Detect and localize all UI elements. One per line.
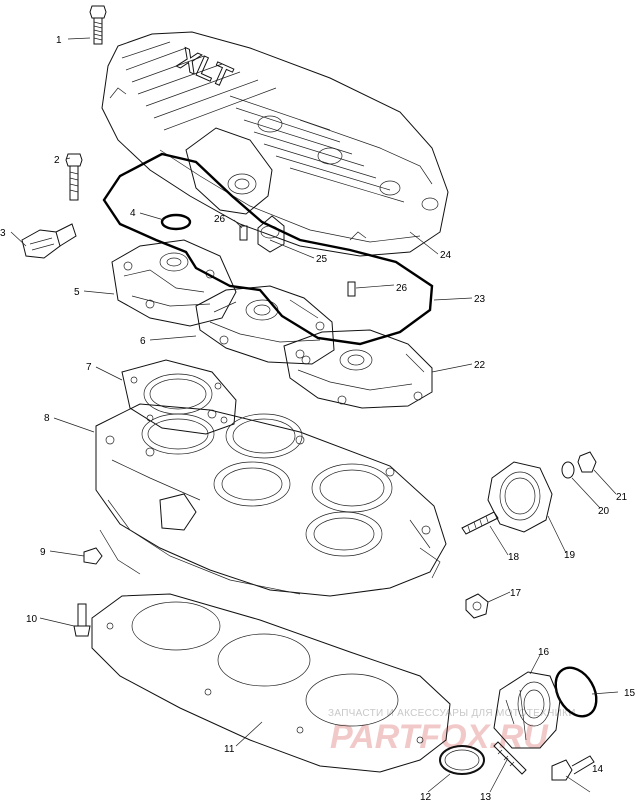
callout-9: 9: [40, 547, 46, 558]
callout-10: 10: [26, 614, 38, 625]
nut-part-21: [577, 451, 597, 473]
callout-14: 14: [592, 764, 604, 775]
callout-labels: 1 2 3 4 5 6 7 8 9 10 11 12 13 14 15 16 1…: [0, 35, 636, 800]
cover-plate-part-19: [487, 461, 553, 533]
callout-7: 7: [86, 362, 92, 373]
callout-25: 25: [316, 254, 328, 265]
callout-12: 12: [420, 792, 432, 800]
callout-18: 18: [508, 552, 520, 563]
callout-26a: 26: [214, 214, 226, 225]
outlet-housing-part-16: [493, 671, 561, 749]
o-ring-part-15: [554, 666, 598, 718]
callout-2: 2: [54, 155, 60, 166]
cylinder-head-part-6: [195, 285, 335, 365]
callout-4: 4: [130, 208, 136, 219]
watermark-tagline: ЗАПЧАСТИ И АКСЕССУАРЫ ДЛЯ МОТОТЕХНИКИ: [328, 708, 576, 719]
callout-6: 6: [140, 336, 146, 347]
callout-23: 23: [474, 294, 486, 305]
stud-part-18: [461, 511, 499, 535]
cylinder-block-part-8: [95, 403, 447, 597]
screw-part-13: [493, 741, 527, 775]
callout-24: 24: [440, 250, 452, 261]
callout-1: 1: [56, 35, 62, 46]
callout-21: 21: [616, 492, 628, 503]
ring-part-4: [160, 213, 192, 231]
nut-part-17: [465, 593, 489, 619]
callout-22: 22: [474, 360, 486, 371]
bolt-part-1: [89, 5, 107, 45]
cover-lettering: XLT: [173, 42, 236, 94]
callout-17: 17: [510, 588, 522, 599]
callout-15: 15: [624, 688, 636, 699]
callout-3: 3: [0, 228, 6, 239]
leader-lines: [10, 37, 619, 793]
valve-cover-part-24: XLT: [101, 31, 449, 257]
exhaust-manifold-part-5: [111, 239, 237, 327]
base-gasket-part-11: [91, 593, 451, 773]
callout-5: 5: [74, 287, 80, 298]
callout-19: 19: [564, 550, 576, 561]
cylinder-head-part-22: [283, 329, 433, 409]
head-gasket-part-7: [121, 359, 237, 435]
bolt-part-14: [551, 755, 595, 781]
callout-11: 11: [224, 744, 235, 755]
watermark: PARTFOX.RU ЗАПЧАСТИ И АКСЕССУАРЫ ДЛЯ МОТ…: [328, 708, 576, 756]
callout-26b: 26: [396, 283, 408, 294]
fitting-part-10: [73, 603, 91, 637]
dowel-pins-part-26: [239, 225, 356, 297]
plug-part-9: [83, 547, 103, 565]
gasket-cord-part-23: [102, 152, 434, 346]
callout-20: 20: [598, 506, 610, 517]
watermark-brand: PARTFOX.RU: [330, 718, 549, 756]
thermostat-housing-part-25: [185, 127, 285, 253]
washer-part-20: [561, 461, 575, 479]
clamp-part-12: [439, 745, 485, 775]
callout-16: 16: [538, 647, 550, 658]
callout-13: 13: [480, 792, 492, 800]
temperature-sensor-part-3: [21, 223, 77, 259]
bolt-part-2: [65, 153, 83, 201]
callout-8: 8: [44, 413, 50, 424]
